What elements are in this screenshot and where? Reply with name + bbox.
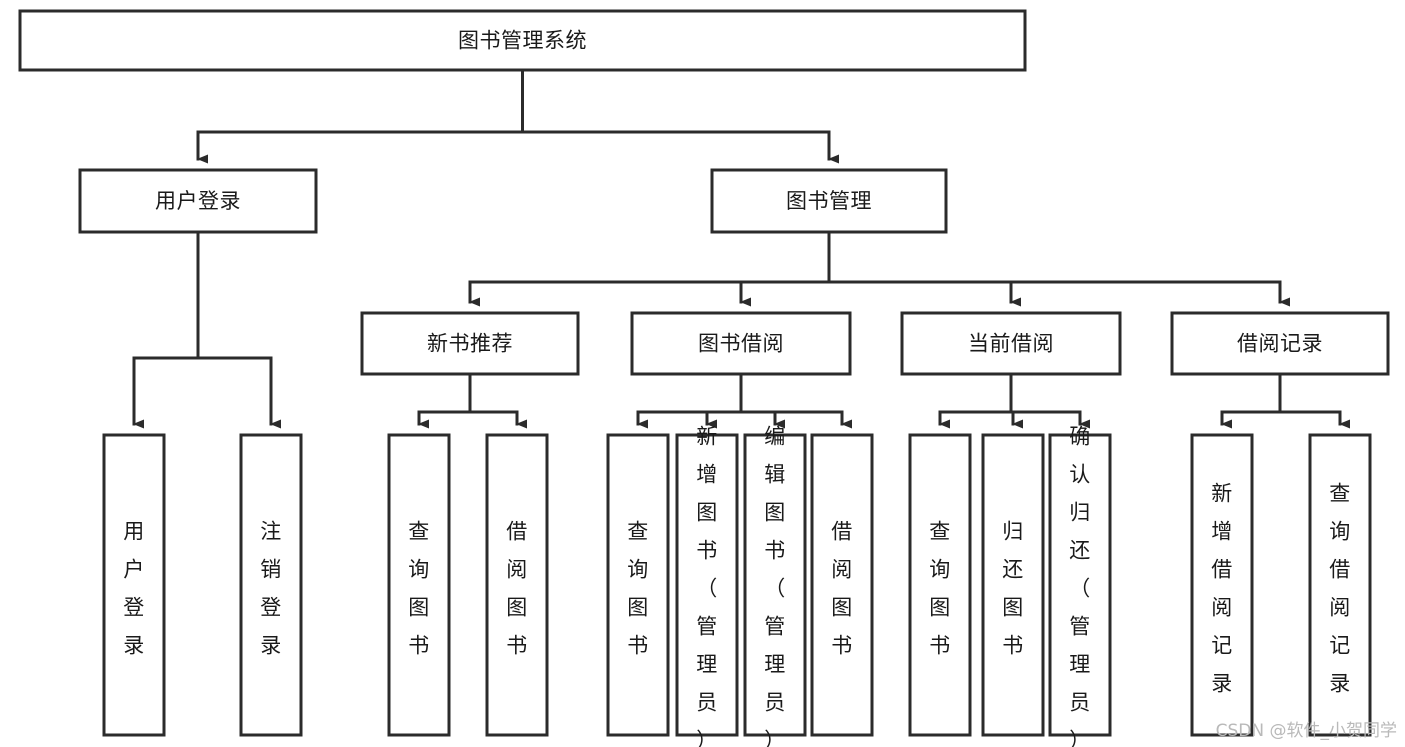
node-rect <box>630 311 852 376</box>
node-label: 图书借阅 <box>698 332 784 356</box>
node-l-edit-book[interactable]: 编辑图书（管理员） <box>743 425 807 747</box>
node-l-borrow-book-1[interactable]: 借阅图书 <box>485 433 549 737</box>
node-label: 新书推荐 <box>427 332 513 356</box>
node-label: 查询图书 <box>408 520 430 658</box>
node-n-user-login[interactable]: 用户登录 <box>78 168 318 234</box>
node-n-current-borrow[interactable]: 当前借阅 <box>900 311 1122 376</box>
node-label: 新增借阅记录 <box>1211 482 1233 696</box>
node-l-add-book[interactable]: 新增图书（管理员） <box>675 425 739 747</box>
node-label: 借阅记录 <box>1237 332 1323 356</box>
node-root[interactable]: 图书管理系统 <box>18 9 1027 72</box>
node-l-query-record[interactable]: 查询借阅记录 <box>1308 433 1372 737</box>
node-label: 图书管理系统 <box>458 29 587 53</box>
node-label: 用户登录 <box>155 189 241 213</box>
node-rect <box>78 168 318 234</box>
node-l-query-book-1[interactable]: 查询图书 <box>387 433 451 737</box>
node-label: 编辑图书（管理员） <box>764 425 786 747</box>
node-l-borrow-book-2[interactable]: 借阅图书 <box>810 433 874 737</box>
node-label: 查询图书 <box>929 520 951 658</box>
node-n-borrow-record[interactable]: 借阅记录 <box>1170 311 1390 376</box>
node-label: 确认归还（管理员） <box>1069 425 1091 747</box>
node-l-confirm-return[interactable]: 确认归还（管理员） <box>1048 425 1112 747</box>
node-rect <box>360 311 580 376</box>
node-l-logout[interactable]: 注销登录 <box>239 433 303 737</box>
node-label: 图书管理 <box>786 189 872 213</box>
node-label: 归还图书 <box>1002 520 1024 658</box>
node-rect <box>1308 433 1372 737</box>
node-rect <box>18 9 1027 72</box>
node-label: 查询图书 <box>627 520 649 658</box>
node-label: 用户登录 <box>123 520 145 658</box>
node-l-user-login[interactable]: 用户登录 <box>102 433 166 737</box>
node-rect <box>102 433 166 737</box>
node-rect <box>981 433 1045 737</box>
node-boxes: 图书管理系统用户登录图书管理新书推荐图书借阅当前借阅借阅记录用户登录注销登录查询… <box>18 9 1390 747</box>
node-rect <box>239 433 303 737</box>
node-rect <box>710 168 948 234</box>
node-l-add-record[interactable]: 新增借阅记录 <box>1190 433 1254 737</box>
node-rect <box>1190 433 1254 737</box>
node-label: 查询借阅记录 <box>1329 482 1351 696</box>
node-n-book-mgmt[interactable]: 图书管理 <box>710 168 948 234</box>
node-l-return-book[interactable]: 归还图书 <box>981 433 1045 737</box>
node-rect <box>606 433 670 737</box>
node-label: 借阅图书 <box>506 520 528 658</box>
node-label: 当前借阅 <box>968 332 1054 356</box>
csdn-watermark: CSDN @软件_小贺同学 <box>1215 721 1397 741</box>
node-label: 注销登录 <box>260 520 282 658</box>
node-label: 新增图书（管理员） <box>696 425 718 747</box>
node-label: 借阅图书 <box>831 520 853 658</box>
node-rect <box>485 433 549 737</box>
node-rect <box>810 433 874 737</box>
node-rect <box>908 433 972 737</box>
node-rect <box>1048 433 1112 737</box>
node-rect <box>1170 311 1390 376</box>
node-n-new-book-rec[interactable]: 新书推荐 <box>360 311 580 376</box>
node-rect <box>387 433 451 737</box>
node-l-query-book-3[interactable]: 查询图书 <box>908 433 972 737</box>
node-l-query-book-2[interactable]: 查询图书 <box>606 433 670 737</box>
node-n-book-borrow[interactable]: 图书借阅 <box>630 311 852 376</box>
connector-edges <box>132 68 1350 429</box>
node-rect <box>743 433 807 737</box>
node-rect <box>675 433 739 737</box>
node-rect <box>900 311 1122 376</box>
